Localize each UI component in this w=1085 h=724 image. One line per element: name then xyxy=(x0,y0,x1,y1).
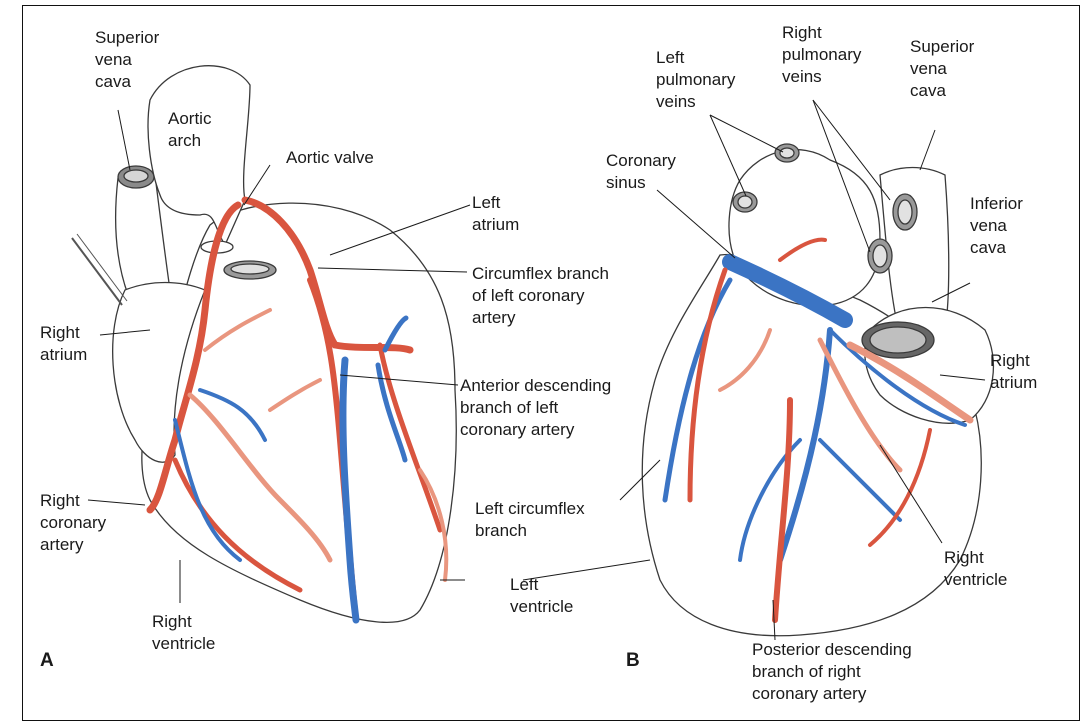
aortic-arch xyxy=(148,66,250,245)
label-right-coronary-artery: Right coronary artery xyxy=(40,490,106,556)
label-anterior-descending-branch: Anterior descending branch of left coron… xyxy=(460,375,611,441)
label-left-circumflex-branch: Left circumflex branch xyxy=(475,498,585,542)
label-circumflex-branch: Circumflex branch of left coronary arter… xyxy=(472,263,609,329)
label-left-pulmonary-veins: Left pulmonary veins xyxy=(656,47,735,113)
label-right-atrium-b: Right atrium xyxy=(990,350,1037,394)
left-atrium-b xyxy=(729,150,880,306)
label-coronary-sinus: Coronary sinus xyxy=(606,150,676,194)
heart-anterior-view xyxy=(72,66,456,623)
panel-letter-a: A xyxy=(40,650,54,672)
label-inferior-vena-cava: Inferior vena cava xyxy=(970,193,1023,259)
panel-letter-b: B xyxy=(626,650,640,672)
label-right-ventricle-b: Right ventricle xyxy=(944,547,1007,591)
label-right-ventricle-a: Right ventricle xyxy=(152,611,215,655)
label-superior-vena-cava-a: Superior vena cava xyxy=(95,27,159,93)
label-right-pulmonary-veins: Right pulmonary veins xyxy=(782,22,861,88)
label-superior-vena-cava-b: Superior vena cava xyxy=(910,36,974,102)
label-left-atrium-a: Left atrium xyxy=(472,192,519,236)
label-aortic-valve: Aortic valve xyxy=(286,147,374,169)
label-right-atrium-a: Right atrium xyxy=(40,322,87,366)
label-aortic-arch: Aortic arch xyxy=(168,108,211,152)
label-left-ventricle: Left ventricle xyxy=(510,574,573,618)
label-posterior-descending-branch: Posterior descending branch of right cor… xyxy=(752,639,912,705)
heart-a-outline xyxy=(142,203,456,622)
